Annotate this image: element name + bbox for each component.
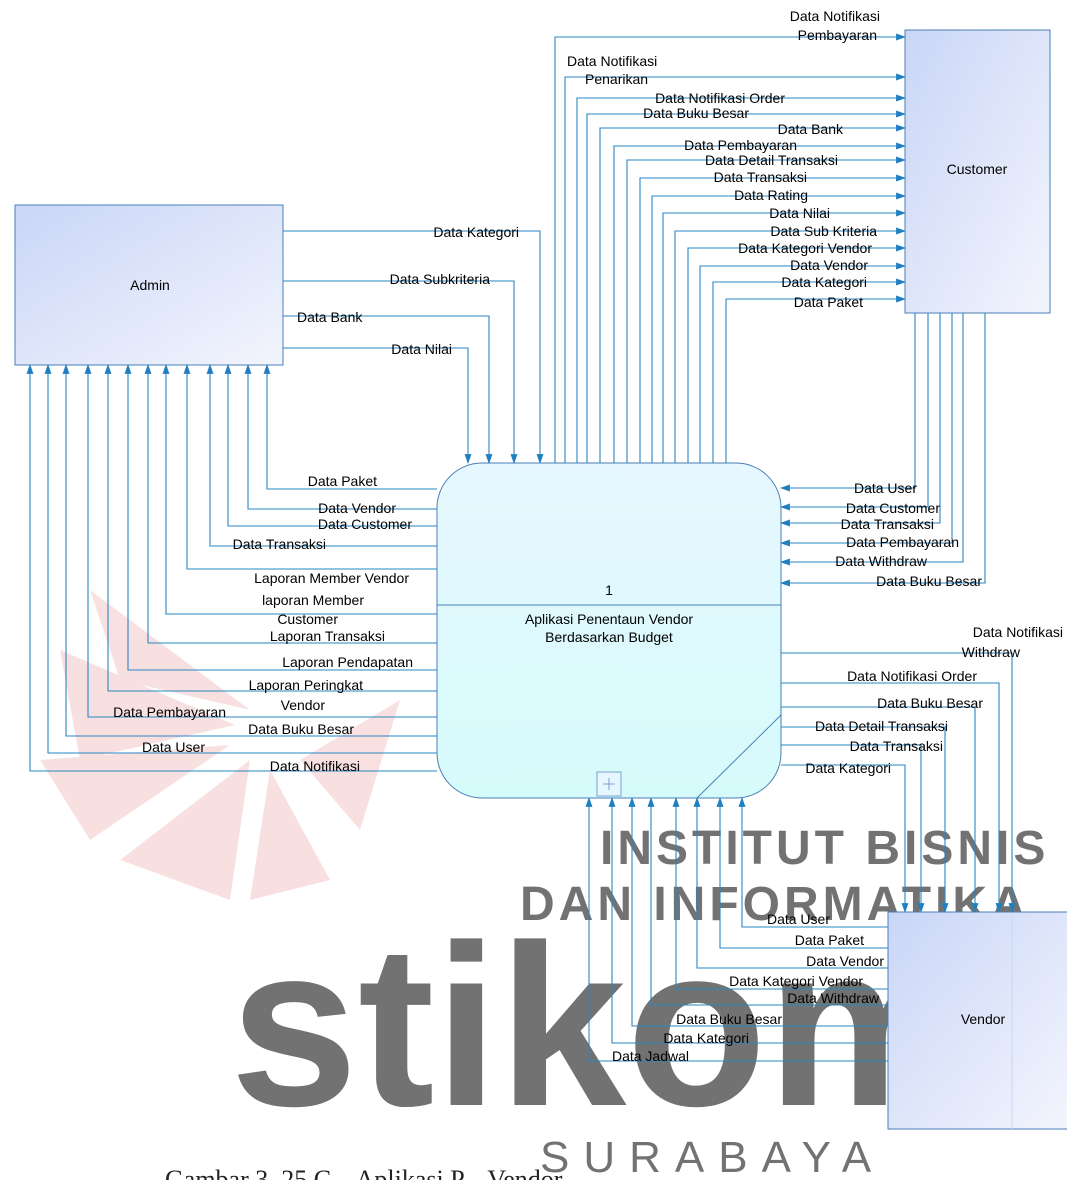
flow-label: Data Notifikasi [270, 758, 360, 774]
entity-admin[interactable]: Admin [14, 204, 284, 366]
flow-label: Data Bank [778, 121, 844, 137]
watermark-city: SURABAYA [540, 1133, 885, 1180]
flow-label: Data Withdraw [835, 553, 928, 569]
flow-label: Data User [142, 739, 205, 755]
flow-label: Data Buku Besar [676, 1011, 782, 1027]
flow-label: Data Vendor [790, 257, 868, 273]
flow-label: Data Vendor [318, 500, 396, 516]
flow-label: Data Transaksi [850, 738, 943, 754]
process-name-line1: Aplikasi Penentaun Vendor [525, 611, 693, 627]
figure-caption: Gambar 3. 25 C... Aplikasi P... Vendor [165, 1165, 563, 1180]
flow-label: Data Detail Transaksi [815, 718, 948, 734]
entity-customer-label: Customer [947, 161, 1008, 177]
flow-label: Laporan Member Vendor [254, 570, 409, 586]
flow-label: Data Transaksi [714, 169, 807, 185]
flow-label: Data Rating [734, 187, 808, 203]
flow-label: Data Customer [318, 516, 412, 532]
flow-label: Data Buku Besar [643, 105, 749, 121]
flow-label: Pembayaran [798, 27, 877, 43]
flow-label: Data Buku Besar [877, 695, 983, 711]
flow-label: Data Transaksi [233, 536, 326, 552]
flow-label: Data User [767, 911, 830, 927]
flow-label: Data Pembayaran [684, 137, 797, 153]
flow-label: Data Customer [846, 500, 940, 516]
entity-admin-label: Admin [130, 277, 170, 293]
flow-label: Data Paket [308, 473, 377, 489]
flow-label: Laporan Pendapatan [282, 654, 413, 670]
flow-label: Data Sub Kriteria [770, 223, 877, 239]
flow-label: Data Kategori [663, 1030, 749, 1046]
flow-label: Data Transaksi [841, 516, 934, 532]
flow-label: Data Notifikasi [567, 53, 657, 69]
flow-label: Data Notifikasi Order [655, 90, 785, 106]
flow-label: Data Subkriteria [390, 271, 491, 287]
flow-lines [26, 33, 1016, 1062]
flow-label: Data Notifikasi [790, 8, 880, 24]
entity-customer[interactable]: Customer [904, 29, 1051, 314]
labels-customer-to-process: Data User Data Customer Data Transaksi D… [835, 480, 982, 589]
flow-label: Data Buku Besar [248, 721, 354, 737]
stikom-logo-icon [40, 590, 400, 900]
entity-vendor[interactable]: Vendor [887, 911, 1067, 1130]
process-1[interactable]: 1 Aplikasi Penentaun Vendor Berdasarkan … [436, 462, 782, 799]
flow-label: Data Jadwal [612, 1048, 689, 1064]
flow-label: Data Kategori [781, 274, 867, 290]
flow-label: Data Detail Transaksi [705, 152, 838, 168]
flow-label: Data User [854, 480, 917, 496]
flow-label: Data Kategori Vendor [729, 973, 863, 989]
flow-label: Withdraw [962, 644, 1021, 660]
flow-label: Data Notifikasi Order [847, 668, 977, 684]
flow-label: Data Pembayaran [846, 534, 959, 550]
flow-label: laporan Member [262, 592, 364, 608]
labels-process-to-admin: Data Paket Data Vendor Data Customer Dat… [113, 473, 413, 774]
labels-admin-to-process: Data Kategori Data Subkriteria Data Bank… [297, 224, 519, 357]
entity-vendor-label: Vendor [961, 1011, 1006, 1027]
process-number: 1 [605, 582, 613, 598]
flow-label: Data Vendor [806, 953, 884, 969]
flow-label: Data Bank [297, 309, 363, 325]
watermark-line1: INSTITUT BISNIS [600, 822, 1049, 875]
flow-label: Data Nilai [391, 341, 452, 357]
flow-label: Data Paket [795, 932, 864, 948]
flow-label: Customer [277, 611, 338, 627]
labels-vendor-to-process: Data User Data Paket Data Vendor Data Ka… [612, 911, 884, 1064]
process-name-line2: Berdasarkan Budget [545, 629, 673, 645]
flow-label: Laporan Transaksi [270, 628, 385, 644]
flow-label: Data Pembayaran [113, 704, 226, 720]
flow-label: Data Buku Besar [876, 573, 982, 589]
flow-label: Data Withdraw [787, 990, 880, 1006]
flow-label: Data Notifikasi [973, 624, 1063, 640]
flow-label: Vendor [281, 697, 326, 713]
watermark: INSTITUT BISNIS DAN INFORMATIKA stikom S… [40, 590, 1049, 1180]
flow-label: Data Paket [794, 294, 863, 310]
flow-label: Laporan Peringkat [249, 677, 364, 693]
flow-label: Data Kategori Vendor [738, 240, 872, 256]
flow-label: Data Kategori [805, 760, 891, 776]
labels-process-to-customer: Data Notifikasi Pembayaran Data Notifika… [567, 8, 880, 310]
flow-label: Data Nilai [769, 205, 830, 221]
flow-label: Penarikan [585, 71, 648, 87]
labels-process-to-vendor: Data Notifikasi Withdraw Data Notifikasi… [805, 624, 1063, 776]
flow-label: Data Kategori [433, 224, 519, 240]
